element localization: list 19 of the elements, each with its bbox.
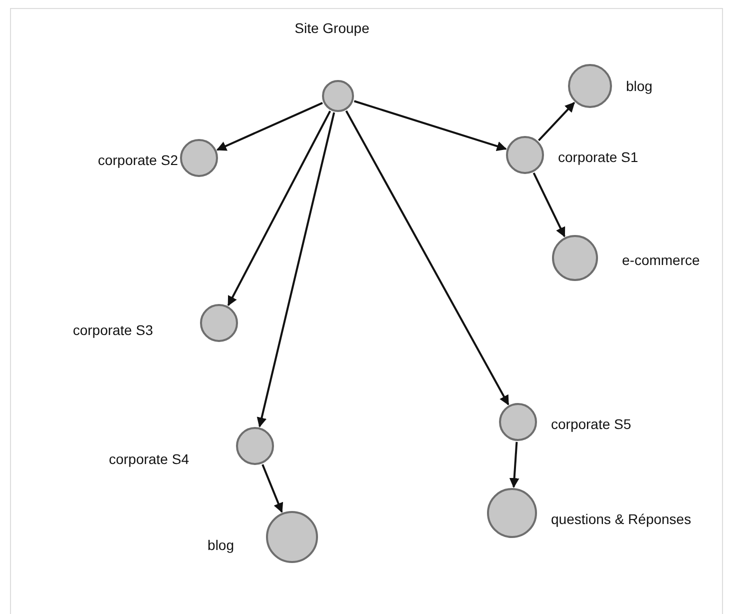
node-label: blog [208,537,234,553]
arrow [354,100,507,152]
arrow [256,112,336,428]
arrow [262,464,284,513]
node-label: e-commerce [622,252,700,268]
arrow [216,102,323,151]
node-label: questions & Réponses [551,511,692,527]
node-label: Site Groupe [294,20,370,36]
node-label: corporate S3 [72,322,153,338]
node-label: corporate S4 [108,451,189,467]
node-label: corporate S2 [98,152,178,168]
arrow [532,172,566,238]
node-label: corporate S5 [551,416,632,432]
arrow [227,110,331,306]
arrow [538,102,575,142]
arrow [509,442,520,488]
node-label: corporate S1 [558,149,638,165]
arrow [345,110,510,406]
node-label: blog [626,78,652,94]
